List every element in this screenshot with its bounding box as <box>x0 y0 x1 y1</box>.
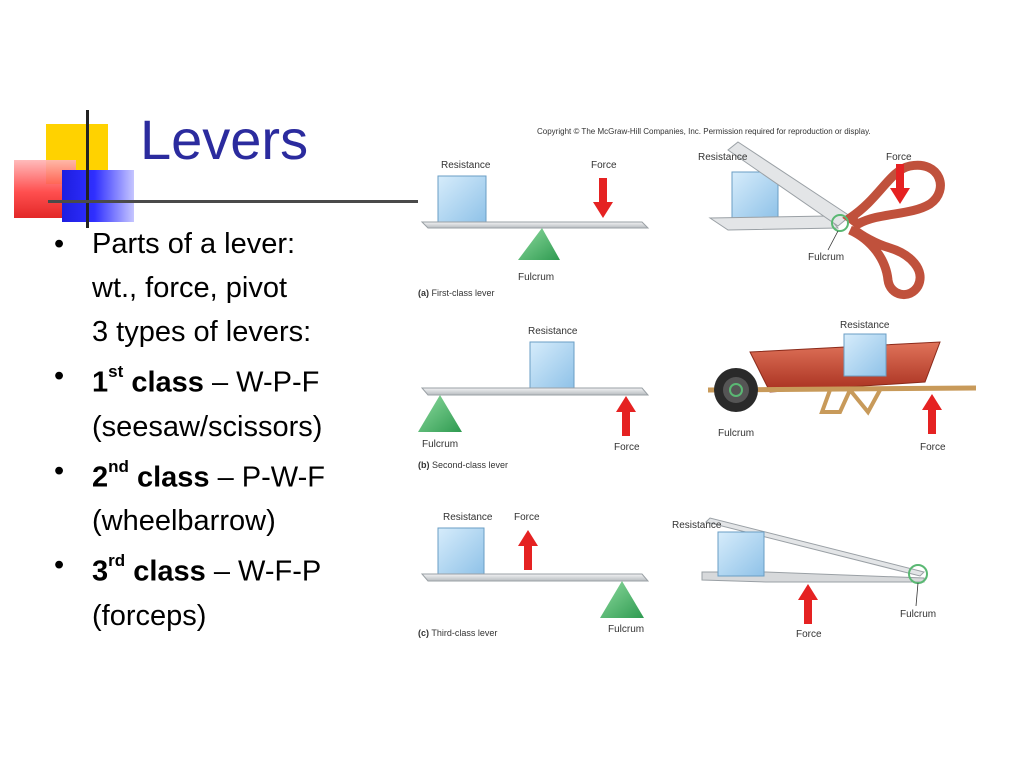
bullet-continuation: 3 types of levers: <box>50 310 395 354</box>
bullet-text: (seesaw/scissors) <box>92 410 323 443</box>
fulcrum-label: Fulcrum <box>808 252 844 263</box>
caption-text: Second-class lever <box>430 460 509 470</box>
lever-beam <box>420 221 650 229</box>
scissor-handle-lower <box>847 224 925 299</box>
resistance-label: Resistance <box>672 520 722 531</box>
bullet-text: (forceps) <box>92 599 207 632</box>
bullet-text: Parts of a lever: <box>92 228 296 260</box>
second-class-lever: Resistance Fulcrum Force (b) Second-clas… <box>418 326 650 470</box>
copyright-notice: Copyright © The McGraw-Hill Companies, I… <box>537 127 871 136</box>
force-label: Force <box>796 629 822 640</box>
lever-beam <box>420 387 650 396</box>
forceps-example: Resistance Fulcrum Force <box>672 517 936 640</box>
resistance-label: Resistance <box>698 152 748 163</box>
class-word: class <box>125 555 206 588</box>
bullet-continuation: (wheelbarrow) <box>50 499 395 543</box>
wheel-hub <box>723 377 749 403</box>
bullet-text: 3 types of levers: <box>92 316 312 348</box>
slide-title: Levers <box>140 108 309 171</box>
scissor-blade-lower <box>708 215 840 231</box>
force-arrow <box>518 530 538 570</box>
force-label: Force <box>514 512 540 523</box>
caption-b: (b) Second-class lever <box>418 460 508 470</box>
force-label: Force <box>591 160 617 171</box>
force-arrow <box>922 394 942 434</box>
fulcrum-triangle <box>418 395 462 432</box>
class-order: – P-W-F <box>209 461 326 494</box>
force-label: Force <box>614 442 640 453</box>
resistance-block <box>437 527 485 575</box>
decor-blue-square <box>62 170 134 222</box>
resistance-block <box>717 531 765 577</box>
lever-diagram: Copyright © The McGraw-Hill Companies, I… <box>418 127 977 640</box>
bullet-text: wt., force, pivot <box>92 272 288 304</box>
caption-a: (a) First-class lever <box>418 288 495 298</box>
resistance-label: Resistance <box>443 512 493 523</box>
class-number: 3 <box>92 555 109 588</box>
wheelbarrow-example: Resistance Fulcrum Force <box>707 320 977 453</box>
resistance-block <box>529 341 575 389</box>
bullet-text: (wheelbarrow) <box>92 505 276 538</box>
class-order: – W-F-P <box>205 555 322 588</box>
fulcrum-label: Fulcrum <box>422 439 458 450</box>
bullet-continuation: (forceps) <box>50 594 395 638</box>
fulcrum-label: Fulcrum <box>608 624 644 635</box>
class-number: 1 <box>92 366 109 399</box>
ordinal-suffix: st <box>108 362 124 381</box>
resistance-label: Resistance <box>840 320 890 331</box>
fulcrum-pointer <box>827 230 839 251</box>
caption-letter: (b) <box>418 460 430 470</box>
bullet-item: Parts of a lever: <box>50 222 395 266</box>
third-class-lever: Resistance Force Fulcrum (c) Third-class… <box>418 512 650 638</box>
fulcrum-label: Fulcrum <box>518 272 554 283</box>
fulcrum-pointer <box>915 582 919 607</box>
fulcrum-triangle <box>518 228 560 260</box>
class-order: – W-P-F <box>203 366 320 399</box>
resistance-block <box>437 175 487 223</box>
force-label: Force <box>920 442 946 453</box>
bullet-item: 2nd class – P-W-F <box>50 449 395 500</box>
resistance-label: Resistance <box>441 160 491 171</box>
caption-text: First-class lever <box>429 288 495 298</box>
bullet-continuation: wt., force, pivot <box>50 266 395 310</box>
scissor-handle-upper <box>842 160 945 230</box>
bullet-item: 1st class – W-P-F <box>50 354 395 405</box>
fulcrum-ring <box>729 383 743 397</box>
caption-c: (c) Third-class lever <box>418 628 497 638</box>
first-class-lever: Resistance Force Fulcrum (a) First-class… <box>418 160 650 298</box>
bullet-item: 3rd class – W-F-P <box>50 543 395 594</box>
force-arrow <box>616 396 636 436</box>
title-underline <box>48 200 418 203</box>
ordinal-suffix: nd <box>108 456 129 476</box>
force-arrow <box>593 178 613 218</box>
bullet-continuation: (seesaw/scissors) <box>50 405 395 449</box>
force-arrow <box>798 584 818 624</box>
class-word: class <box>128 461 210 494</box>
decor-vertical-line <box>86 110 89 228</box>
ordinal-suffix: rd <box>108 551 126 571</box>
resistance-block <box>843 333 887 377</box>
class-number: 2 <box>92 461 109 494</box>
fulcrum-triangle <box>600 581 644 618</box>
scissors-example: Resistance Force Fulcrum <box>698 141 945 299</box>
caption-letter: (a) <box>418 288 429 298</box>
resistance-label: Resistance <box>528 326 578 337</box>
bullet-list: Parts of a lever: wt., force, pivot 3 ty… <box>50 222 395 638</box>
force-label: Force <box>886 152 912 163</box>
scissor-blade-upper <box>727 141 851 227</box>
caption-text: Third-class lever <box>429 628 497 638</box>
fulcrum-label: Fulcrum <box>718 428 754 439</box>
fulcrum-label: Fulcrum <box>900 609 936 620</box>
lever-beam <box>420 573 650 582</box>
fulcrum-ring <box>831 214 849 232</box>
class-word: class <box>123 366 204 399</box>
caption-letter: (c) <box>418 628 429 638</box>
wheelbarrow-leg <box>819 386 882 416</box>
